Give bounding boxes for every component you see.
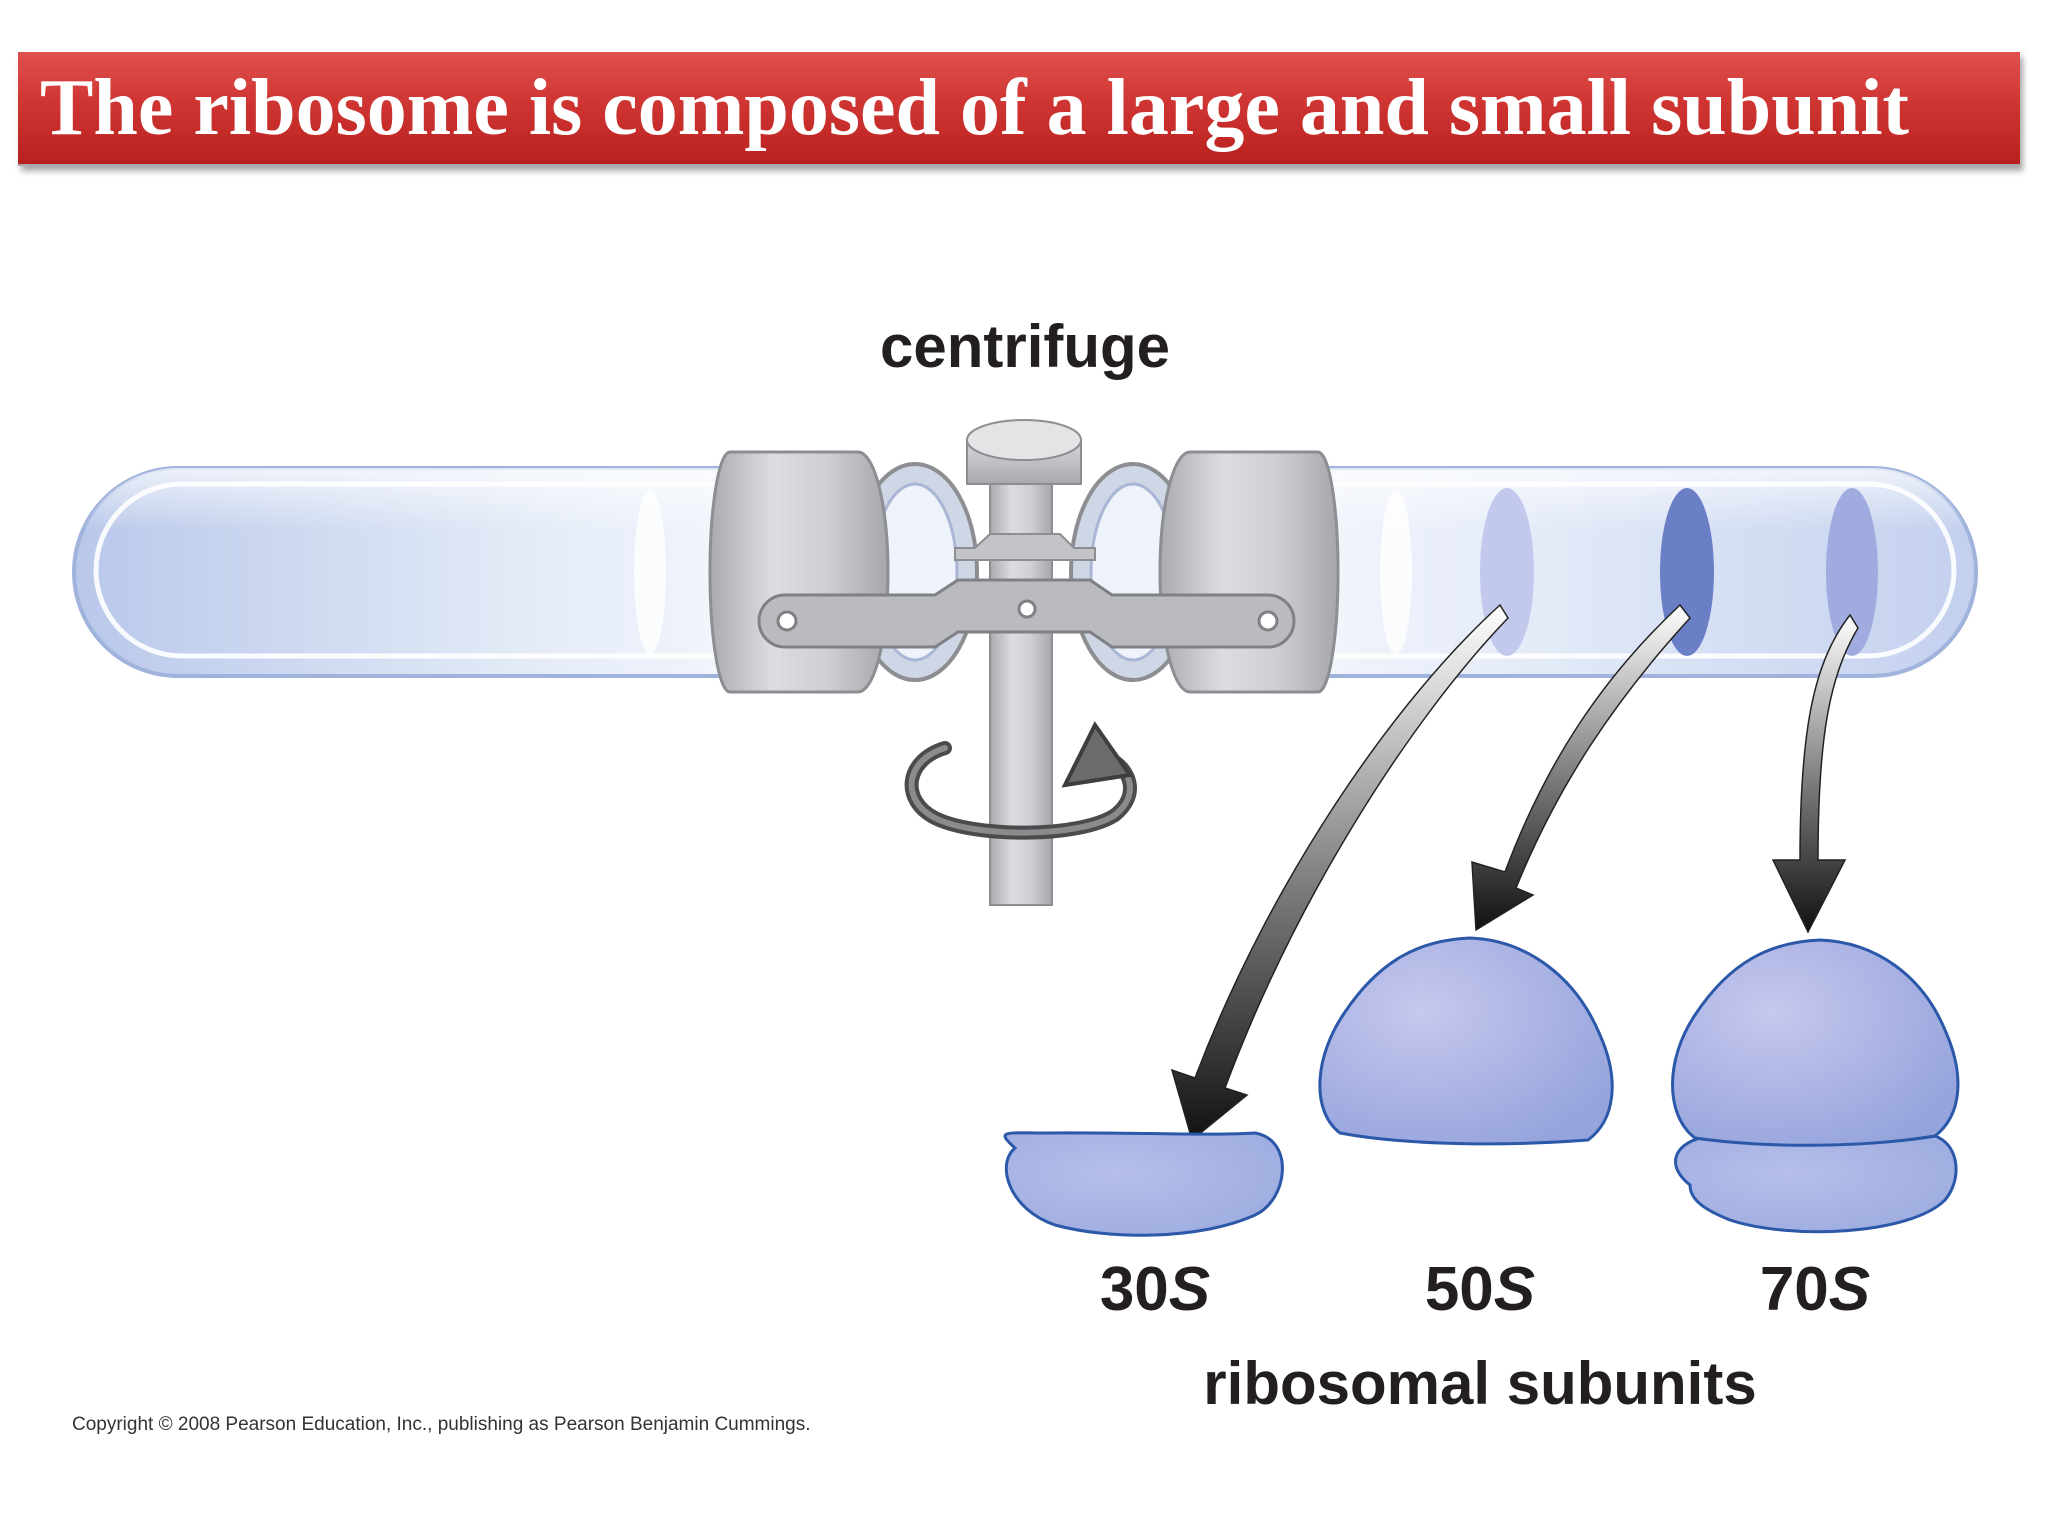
band-70s — [1826, 488, 1878, 656]
arrow-30s — [1170, 603, 1509, 1142]
copyright-notice: Copyright © 2008 Pearson Education, Inc.… — [72, 1414, 811, 1435]
title-banner: The ribosome is composed of a large and … — [18, 52, 2020, 166]
label-50s: 50S — [1425, 1255, 1535, 1324]
band-arrows — [1170, 603, 1859, 1142]
label-70s: 70S — [1760, 1255, 1870, 1324]
label-30s: 30S — [1100, 1255, 1210, 1324]
subunit-50s — [1318, 936, 1614, 1146]
centrifuge-label: centrifuge — [880, 313, 1170, 380]
centrifuge-rotor — [708, 419, 1340, 906]
ribosomal-subunits-label: ribosomal subunits — [1203, 1350, 1756, 1417]
arrow-70s — [1771, 613, 1859, 934]
left-test-tube — [72, 466, 762, 678]
right-test-tube — [1288, 466, 1978, 678]
slide-title: The ribosome is composed of a large and … — [40, 64, 1910, 152]
subunit-70s — [1671, 938, 1960, 1234]
arrow-50s — [1471, 603, 1691, 932]
subunit-30s — [1003, 1131, 1284, 1237]
